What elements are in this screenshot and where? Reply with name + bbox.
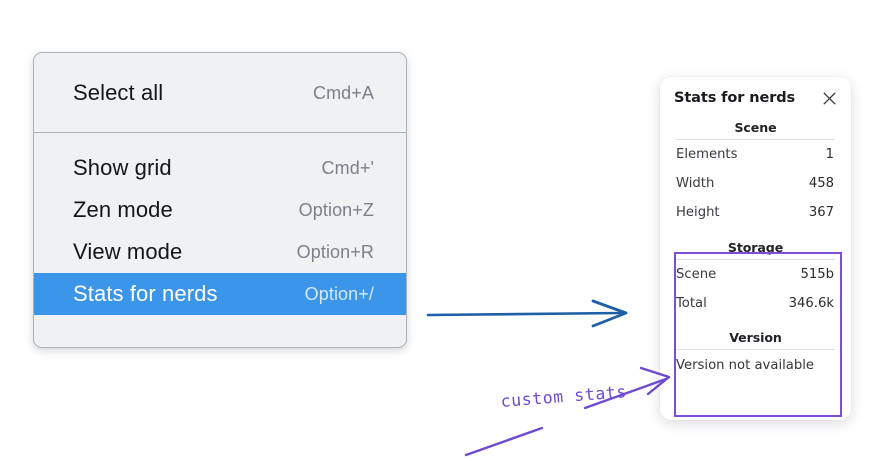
stat-row: Width 458 [660, 169, 851, 198]
stat-value: 1 [825, 147, 834, 162]
menu-item-shortcut: Option+/ [304, 283, 374, 304]
menu-item-shortcut: Cmd+A [312, 82, 374, 103]
stat-key: Total [676, 296, 707, 311]
section-version: Version Version not available [660, 318, 851, 376]
menu-item-label: Show grid [73, 155, 172, 180]
stat-value: 367 [808, 205, 834, 220]
menu-item-stats-for-nerds[interactable]: Stats for nerds Option+/ [34, 273, 406, 315]
version-text: Version not available [676, 357, 814, 373]
menu-item-label: Zen mode [73, 197, 173, 222]
stats-for-nerds-panel: Stats for nerds Scene Elements 1 Width 4… [660, 77, 851, 420]
stat-value: 458 [808, 176, 834, 191]
stat-row: Elements 1 [660, 140, 851, 169]
stat-key: Scene [676, 267, 717, 282]
menu-item-zen-mode[interactable]: Zen mode Option+Z [34, 189, 406, 231]
section-divider [676, 349, 835, 350]
panel-body: Scene Elements 1 Width 458 Height 367 St… [660, 109, 851, 376]
menu-group-secondary: Show grid Cmd+' Zen mode Option+Z View m… [34, 133, 406, 331]
handwritten-note: custom stats [500, 382, 628, 411]
stat-row: Scene 515b [660, 260, 851, 289]
menu-item-view-mode[interactable]: View mode Option+R [34, 231, 406, 273]
section-scene: Scene Elements 1 Width 458 Height 367 [660, 109, 851, 227]
menu-item-show-grid[interactable]: Show grid Cmd+' [34, 147, 406, 189]
close-icon[interactable] [821, 90, 838, 107]
section-heading-version: Version [729, 330, 782, 345]
menu-item-label: Stats for nerds [73, 281, 218, 306]
stat-row: Total 346.6k [660, 289, 851, 318]
menu-item-shortcut: Option+R [296, 241, 374, 262]
purple-underline-stroke [464, 426, 544, 457]
menu-group-primary: Select all Cmd+A [34, 53, 406, 132]
stat-key: Height [676, 205, 720, 220]
menu-item-label: View mode [73, 239, 183, 264]
menu-item-shortcut: Cmd+' [321, 157, 374, 178]
section-heading-scene: Scene [734, 120, 777, 135]
section-divider [676, 139, 835, 140]
stat-key: Elements [676, 147, 738, 162]
context-menu[interactable]: Select all Cmd+A Show grid Cmd+' Zen mod… [33, 52, 407, 348]
stat-value: 515b [800, 267, 834, 282]
stat-key: Width [676, 176, 715, 191]
stat-value: 346.6k [788, 296, 834, 311]
section-divider [676, 259, 835, 260]
panel-header: Stats for nerds [660, 77, 851, 109]
section-heading-storage: Storage [727, 240, 784, 255]
stat-row: Height 367 [660, 198, 851, 227]
menu-item-shortcut: Option+Z [298, 199, 374, 220]
blue-arrow-icon [426, 299, 628, 328]
menu-separator [34, 132, 406, 133]
menu-item-label: Select all [73, 80, 164, 105]
panel-title: Stats for nerds [674, 90, 796, 106]
menu-item-select-all[interactable]: Select all Cmd+A [34, 72, 406, 114]
section-storage: Storage Scene 515b Total 346.6k [660, 227, 851, 318]
